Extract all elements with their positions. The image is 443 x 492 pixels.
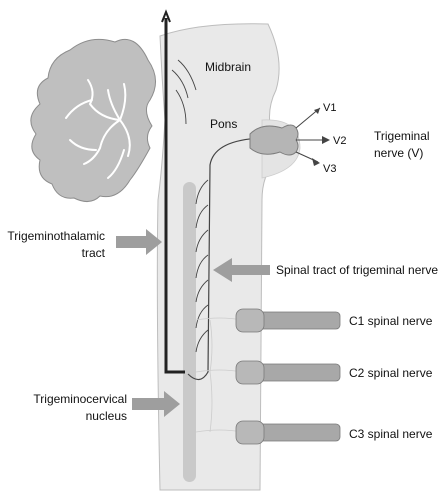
v1-label: V1 — [323, 102, 336, 114]
spinal-tract-label: Spinal tract of trigeminal nerve — [276, 263, 438, 277]
trigeminothalamic-pointer-arrow — [116, 229, 162, 255]
v3-label: V3 — [323, 163, 336, 175]
trigeminothalamic-label-line2: tract — [82, 246, 106, 260]
brainstem-spinal-cord — [157, 24, 279, 490]
trigeminocervical-label-line2: nucleus — [86, 409, 127, 423]
c2-label: C2 spinal nerve — [349, 366, 433, 380]
trigeminal-branches — [296, 108, 326, 162]
v2-label: V2 — [333, 135, 346, 147]
c2-nerve — [236, 361, 340, 384]
trigeminal-nerve-label-line2: nerve (V) — [374, 146, 423, 160]
c1-label: C1 spinal nerve — [349, 314, 433, 328]
trigeminocervical-nucleus-column — [183, 182, 196, 482]
trigeminal-ganglion — [250, 125, 298, 155]
midbrain-label: Midbrain — [205, 60, 251, 74]
cerebellum — [31, 39, 156, 201]
trigeminocervical-label-line1: Trigeminocervical — [33, 392, 127, 406]
trigeminothalamic-label-line1: Trigeminothalamic — [7, 229, 105, 243]
c3-nerve — [236, 421, 340, 444]
pons-label: Pons — [210, 117, 237, 131]
trigeminal-nerve-label-line1: Trigeminal — [374, 129, 430, 143]
c3-label: C3 spinal nerve — [349, 427, 433, 441]
branch-arrowheads — [312, 108, 330, 166]
c1-nerve — [236, 309, 340, 332]
